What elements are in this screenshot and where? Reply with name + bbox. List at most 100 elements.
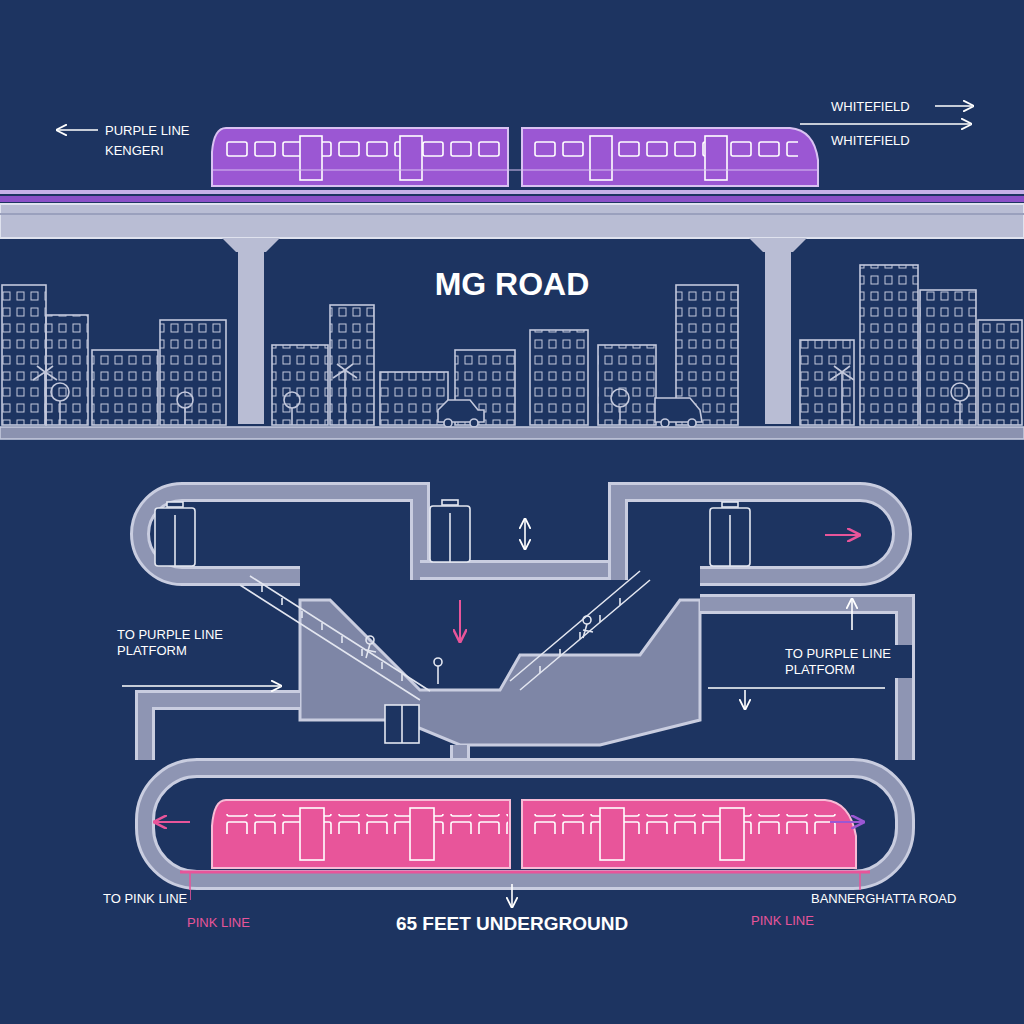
building	[46, 315, 88, 425]
depth-label: 65 FEET UNDERGROUND	[287, 912, 737, 937]
direction-label: TO PINK LINE	[100, 890, 190, 908]
palm	[333, 364, 357, 425]
pillar	[238, 252, 264, 424]
building	[160, 320, 226, 425]
corridor	[140, 492, 420, 580]
pillar	[765, 252, 791, 424]
building	[330, 305, 374, 425]
terminal-name: WHITEFIELD	[828, 132, 913, 150]
escalator-steps	[540, 598, 620, 673]
corridor-edge	[145, 700, 300, 760]
building	[800, 340, 854, 425]
train-car	[522, 800, 856, 868]
rail	[180, 871, 870, 874]
tunnel-edge	[145, 768, 905, 880]
person	[434, 658, 442, 666]
door	[385, 705, 419, 743]
tree	[284, 392, 300, 408]
train-door	[600, 808, 624, 860]
arrow	[58, 129, 98, 131]
terminal-name: BANNERGHATTA ROAD	[808, 890, 959, 908]
train-car	[212, 800, 510, 868]
escalator-steps	[262, 585, 402, 681]
arrow	[935, 105, 972, 107]
deck-line	[0, 213, 1024, 215]
train-door	[410, 808, 434, 860]
rail	[0, 196, 1024, 202]
corridor-edge	[700, 604, 905, 760]
line-name: PINK LINE	[184, 914, 253, 932]
train-stripe	[212, 170, 818, 171]
arrow	[851, 600, 853, 630]
tree	[51, 383, 69, 401]
leader-line	[708, 687, 885, 689]
pillar-cap	[222, 238, 280, 252]
rail	[0, 190, 1024, 194]
train-door	[400, 136, 422, 180]
corridor	[420, 563, 618, 577]
arrow	[524, 520, 526, 548]
deck	[0, 204, 1024, 238]
terminal-name: KENGERI	[102, 142, 167, 160]
line-name: PURPLE LINE	[102, 122, 193, 140]
tunnel	[145, 768, 905, 880]
line-name: PINK LINE	[748, 912, 817, 930]
corridor-edge	[140, 492, 420, 580]
train-car	[522, 128, 818, 186]
station-title: MG ROAD	[362, 264, 662, 304]
train-car	[212, 128, 508, 186]
cars	[438, 398, 702, 427]
cityscape	[2, 265, 1022, 425]
person	[583, 616, 591, 624]
palm	[830, 366, 854, 425]
building	[978, 320, 1022, 425]
escalators	[240, 571, 650, 700]
corridor	[618, 492, 902, 580]
arrow	[122, 685, 280, 687]
arrow	[830, 821, 862, 823]
arrow	[825, 534, 858, 536]
van	[655, 398, 702, 422]
terminal-name: WHITEFIELD	[828, 98, 913, 116]
route-arrows	[122, 520, 885, 906]
pink-train	[180, 800, 870, 900]
train-door	[705, 136, 727, 180]
concourse	[300, 600, 700, 745]
tree	[951, 383, 969, 401]
corridor-edge	[420, 560, 618, 580]
building	[92, 350, 158, 425]
arrow	[800, 123, 970, 125]
building	[598, 345, 656, 425]
corridor	[145, 700, 300, 760]
building	[860, 265, 918, 425]
elevator	[155, 508, 195, 566]
corridor-edge	[618, 492, 902, 580]
viaduct	[0, 190, 1024, 424]
arrow	[744, 690, 746, 708]
ground	[0, 427, 1024, 439]
tree	[611, 389, 629, 407]
train-door	[720, 808, 744, 860]
train-door	[300, 808, 324, 860]
train-windows	[226, 140, 506, 160]
corridor	[700, 604, 905, 760]
train-windows	[226, 814, 508, 834]
arrow	[511, 884, 513, 906]
trees	[33, 364, 969, 425]
direction-label: TO PURPLE LINE PLATFORM	[782, 645, 912, 678]
building	[2, 285, 46, 425]
palm	[33, 366, 57, 425]
building	[272, 345, 328, 425]
direction-label: TO PURPLE LINE PLATFORM	[114, 626, 244, 659]
elevator	[430, 506, 470, 562]
train-door	[590, 136, 612, 180]
arrow	[156, 821, 190, 823]
tree	[177, 392, 193, 408]
building	[920, 290, 976, 425]
building	[530, 330, 588, 425]
purple-train	[212, 128, 818, 186]
elevators	[155, 500, 750, 743]
escalator	[240, 576, 430, 700]
escalator	[510, 571, 650, 690]
